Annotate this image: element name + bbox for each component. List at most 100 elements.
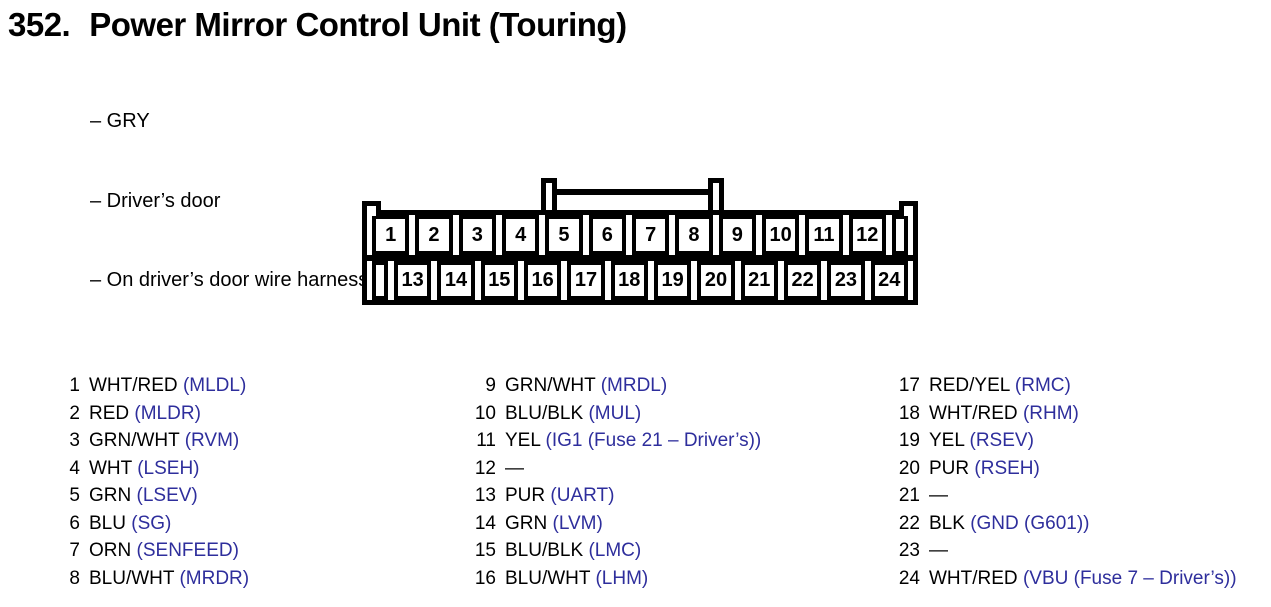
connector-corner-tab-left xyxy=(362,201,381,216)
wire-color: PUR xyxy=(505,485,546,506)
connector-pin-cavity: 18 xyxy=(610,261,648,300)
pin-description: BLU/WHT (LHM) xyxy=(505,565,648,593)
section-number: 352. xyxy=(8,6,71,43)
pin-row-7: 7 ORN (SENFEED) xyxy=(54,537,249,565)
signal-name: (MRDR) xyxy=(179,567,250,589)
wire-color: — xyxy=(929,485,948,506)
pin-description: PUR (RSEH) xyxy=(929,455,1040,483)
connector-pin-cavity: 19 xyxy=(653,261,692,300)
pin-number: 1 xyxy=(69,375,80,396)
wire-color: ORN xyxy=(89,540,132,561)
pin-number: 22 xyxy=(898,512,920,534)
wire-color: RED/YEL xyxy=(929,375,1010,396)
signal-name: (RSEV) xyxy=(969,430,1034,451)
wire-color: WHT/RED xyxy=(929,567,1018,589)
wire-color: WHT/RED xyxy=(929,402,1018,424)
pin-description: WHT/RED (RHM) xyxy=(929,400,1079,428)
pin-number: 14 xyxy=(474,512,496,534)
pin-number: 10 xyxy=(474,402,496,424)
wire-color: RED xyxy=(89,402,130,424)
section-title-text: Power Mirror Control Unit (Touring) xyxy=(89,6,627,43)
wire-color: BLK xyxy=(929,512,965,534)
connector-pin-cavity: 24 xyxy=(870,261,908,300)
connector-pin-cavity: 20 xyxy=(697,261,735,300)
wire-color: BLU/BLK xyxy=(505,540,584,561)
pin-description: RED/YEL (RMC) xyxy=(929,372,1071,400)
connector-lock-bar xyxy=(556,189,709,195)
pin-description: GRN/WHT (MRDL) xyxy=(505,372,667,400)
connector-notes: – GRY – Driver’s door – On driver’s door… xyxy=(90,55,386,320)
pin-number: 21 xyxy=(898,485,920,506)
connector-pin-cavity: 22 xyxy=(783,261,822,300)
pin-row-20: 20 PUR (RSEH) xyxy=(894,455,1237,483)
pin-number: 18 xyxy=(898,402,920,424)
pin-description: GRN/WHT (RVM) xyxy=(89,427,239,455)
signal-name: (SG) xyxy=(131,512,172,534)
pin-number: 8 xyxy=(69,567,80,589)
pin-number: 17 xyxy=(898,375,920,396)
wire-color: GRN/WHT xyxy=(505,375,596,396)
connector-pin-cavity: 7 xyxy=(631,215,670,255)
wire-color: GRN xyxy=(89,485,132,506)
wire-color: BLU/WHT xyxy=(89,567,175,589)
pin-description: YEL (IG1 (Fuse 21 – Driver’s)) xyxy=(505,427,761,455)
signal-name: (RSEH) xyxy=(974,457,1040,479)
pin-number: 11 xyxy=(476,430,496,451)
pin-row-24: 24 WHT/RED (VBU (Fuse 7 – Driver’s)) xyxy=(894,565,1237,593)
pin-number: 12 xyxy=(474,457,496,479)
wire-color: YEL xyxy=(929,430,965,451)
pin-description: WHT/RED (VBU (Fuse 7 – Driver’s)) xyxy=(929,565,1237,593)
pin-description: BLU/WHT (MRDR) xyxy=(89,565,249,593)
pin-description: WHT (LSEH) xyxy=(89,455,200,483)
pin-description: BLU/BLK (MUL) xyxy=(505,400,641,428)
pin-description: BLU/BLK (LMC) xyxy=(505,537,641,565)
pin-row-11: 11 YEL (IG1 (Fuse 21 – Driver’s)) xyxy=(470,427,761,455)
note-line: – On driver’s door wire harness A xyxy=(90,269,387,291)
pin-number: 24 xyxy=(898,567,920,589)
pin-number: 20 xyxy=(898,457,920,479)
connector-pin-cavity: 10 xyxy=(761,215,800,255)
pin-row-8: 8 BLU/WHT (MRDR) xyxy=(54,565,249,593)
pin-description: RED (MLDR) xyxy=(89,400,201,428)
pin-row-3: 3 GRN/WHT (RVM) xyxy=(54,427,249,455)
pin-row-16: 16 BLU/WHT (LHM) xyxy=(470,565,761,593)
signal-name: (RHM) xyxy=(1022,402,1079,424)
pin-number: 3 xyxy=(69,430,80,451)
pin-description: BLU (SG) xyxy=(89,510,171,538)
note-line: – Driver’s door xyxy=(90,189,221,212)
signal-name: (LVM) xyxy=(552,512,603,534)
wire-color: BLU/BLK xyxy=(505,402,584,424)
pin-description: — xyxy=(505,455,524,483)
connector-pin-cavity: 16 xyxy=(523,261,562,300)
connector-pin-cavity: 17 xyxy=(567,261,605,300)
pin-number: 5 xyxy=(69,485,80,506)
connector-pin-cavity: 5 xyxy=(545,215,583,255)
wire-color: YEL xyxy=(505,430,541,451)
pin-row-21: 21 — xyxy=(894,482,1237,510)
signal-name: (MLDR) xyxy=(134,402,201,424)
wire-color: GRN xyxy=(505,512,548,534)
pin-row-18: 18 WHT/RED (RHM) xyxy=(894,400,1237,428)
pin-description: ORN (SENFEED) xyxy=(89,537,239,565)
pin-number: 16 xyxy=(474,567,496,589)
pin-number: 13 xyxy=(474,485,496,506)
pin-number: 6 xyxy=(69,512,80,534)
connector-pin-cavity: 14 xyxy=(437,261,475,300)
connector-lock-post-right xyxy=(708,178,724,211)
pin-number: 7 xyxy=(69,540,80,561)
connector-pin-cavity: 4 xyxy=(501,215,540,255)
pin-description: YEL (RSEV) xyxy=(929,427,1034,455)
wire-color: — xyxy=(505,457,524,479)
